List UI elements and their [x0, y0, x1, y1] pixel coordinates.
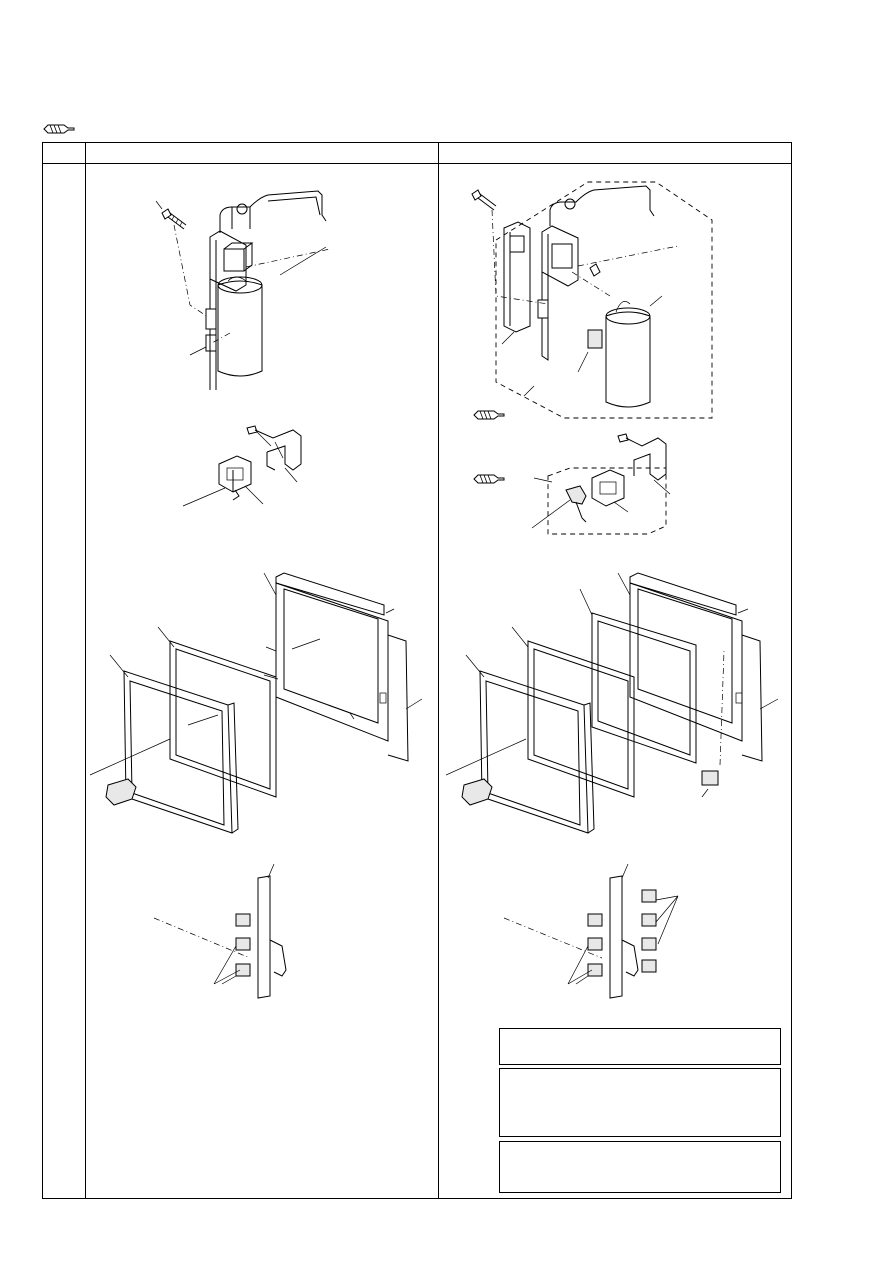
parts-table	[42, 142, 792, 1199]
note-box-3	[499, 1141, 781, 1193]
connector-bracket-assembly	[182, 425, 302, 507]
screwdriver-icon	[473, 410, 505, 420]
screwdriver-icon	[43, 124, 75, 134]
table-header-divider	[42, 163, 792, 164]
column-divider-1	[85, 142, 86, 1199]
screw-icon	[471, 189, 497, 211]
flex-board-pads	[153, 863, 287, 999]
note-box-2	[499, 1068, 781, 1137]
header-col-index	[43, 143, 85, 163]
flex-board-pads-detailed	[503, 863, 679, 999]
note-box-1	[499, 1028, 781, 1065]
lcd-frame-exploded	[89, 572, 423, 834]
header-col-right	[439, 143, 791, 163]
screw-icon	[161, 208, 187, 230]
lcd-frame-exploded-detailed	[446, 572, 779, 834]
connector-bracket-assembly-detailed	[531, 433, 671, 535]
capacitor-bracket-assembly	[155, 190, 331, 390]
header-col-left	[86, 143, 438, 163]
capacitor-bracket-assembly-detailed	[471, 181, 713, 419]
column-divider-2	[438, 142, 439, 1199]
screwdriver-icon	[473, 474, 505, 484]
